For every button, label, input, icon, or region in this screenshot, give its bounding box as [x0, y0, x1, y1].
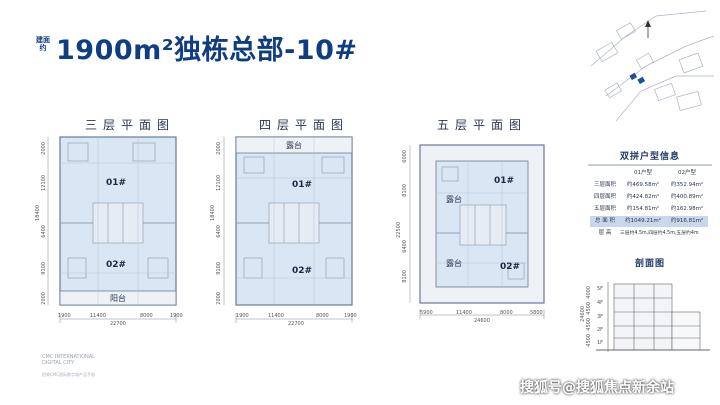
- fifth-dim-bottom-3: 8000: [500, 310, 513, 316]
- fourth-floor-unit-02: 02#: [292, 266, 313, 276]
- fourth-dim-total: 22700: [288, 321, 304, 327]
- section-level-2f: 2F: [597, 327, 604, 333]
- section-drawing: [596, 282, 710, 352]
- info-row-4f: 四层面积 约424.82m² 约400.89m²: [590, 192, 708, 203]
- third-dim-left-2: 12100: [41, 175, 47, 191]
- third-floor-unit-01: 01#: [106, 178, 127, 188]
- fourth-dim-left-4: 6400: [216, 225, 222, 238]
- fourth-dim-bottom-1: 1900: [236, 313, 249, 319]
- fourth-dim-left-2: 12100: [216, 175, 222, 191]
- fourth-dim-left-5: 9100: [216, 262, 222, 275]
- brand-line-1: CMC INTERNATIONAL: [42, 354, 95, 360]
- fifth-floor-unit-01: 01#: [494, 176, 515, 186]
- fifth-dim-left-2: 8100: [402, 184, 408, 197]
- fifth-dim-left-5: 8100: [402, 270, 408, 283]
- fifth-dim-left-4: 6400: [402, 240, 408, 253]
- third-dim-left-5: 9100: [41, 262, 47, 275]
- third-dim-bottom-1: 1900: [58, 313, 71, 319]
- fourth-dim-left-6: 2000: [216, 292, 222, 305]
- unit-info-divider: [588, 164, 712, 166]
- info-row-total: 总 面 积 约1049.21m² 约916.81m²: [590, 216, 708, 227]
- third-dim-left-1: 2000: [41, 142, 47, 155]
- info-row-value-02: 约352.94m²: [670, 182, 704, 188]
- section-dim-total: 24600: [580, 306, 586, 322]
- info-row-value-02: 约162.98m²: [670, 206, 704, 212]
- info-row-height-value: 三层约4.5m,四层约4.5m,五层约4m: [620, 231, 699, 236]
- third-dim-left-6: 2000: [41, 292, 47, 305]
- section-dim-2: 4500: [586, 302, 592, 315]
- section-level-3f: 3F: [597, 314, 604, 320]
- info-row-value-01: 约424.82m²: [626, 194, 660, 200]
- fifth-floor-plan: [409, 144, 545, 319]
- fifth-dim-bottom-1: 5900: [420, 310, 433, 316]
- fourth-floor-terrace-label: 露台: [286, 141, 302, 150]
- info-row-label: 五层面积: [593, 206, 616, 212]
- north-arrow-icon: [645, 20, 651, 38]
- third-dim-bottom-3: 8000: [140, 313, 153, 319]
- fifth-floor-unit-02: 02#: [500, 262, 521, 272]
- fifth-dim-left-3: 22500: [396, 222, 402, 238]
- info-row-value-01: 约154.81m²: [626, 206, 660, 212]
- section-dim-1: 4000: [586, 286, 592, 299]
- info-row-3f: 三层面积 约469.58m² 约352.94m²: [590, 180, 708, 191]
- fourth-dim-left-1: 2000: [216, 142, 222, 155]
- info-row-value-02: 约916.81m²: [670, 218, 704, 224]
- fifth-floor-terrace-top-label: 露台: [446, 195, 462, 204]
- fourth-floor-unit-01: 01#: [292, 180, 313, 190]
- section-dim-4: 4500: [586, 334, 592, 347]
- fifth-dim-left-1: 6000: [402, 150, 408, 163]
- fifth-floor-terrace-bottom-label: 露台: [446, 259, 462, 268]
- fourth-dim-bottom-3: 8000: [316, 313, 329, 319]
- fourth-floor-title: 四层平面图: [259, 118, 350, 132]
- third-dim-total: 22700: [110, 321, 126, 327]
- info-row-height: 层 高 三层约4.5m,四层约4.5m,五层约4m: [590, 228, 708, 239]
- info-header-row: 01户型 02户型: [590, 168, 708, 179]
- unit-info-title: 双拼户型信息: [619, 152, 680, 162]
- section-dim-3: 4500: [586, 318, 592, 331]
- fourth-dim-bottom-4: 1900: [344, 313, 357, 319]
- fourth-dim-bottom-2: 11400: [268, 313, 284, 319]
- info-row-label: 层 高: [598, 230, 612, 236]
- info-header-01: 01户型: [634, 170, 652, 176]
- brand-line-2: DIGITAL CITY: [42, 360, 75, 366]
- site-location-map: [590, 10, 715, 122]
- third-dim-left-4: 6400: [41, 225, 47, 238]
- info-row-5f: 五层面积 约154.81m² 约162.98m²: [590, 204, 708, 215]
- info-row-label: 四层面积: [593, 194, 616, 200]
- info-row-label: 总 面 积: [595, 218, 615, 224]
- third-floor-balcony-label: 阳台: [110, 294, 126, 303]
- third-dim-bottom-4: 1900: [170, 313, 183, 319]
- third-dim-left-3: 18400: [35, 205, 41, 221]
- fifth-floor-title: 五层平面图: [437, 118, 528, 132]
- info-row-value-02: 约400.89m²: [670, 194, 704, 200]
- fourth-dim-left-3: 18400: [210, 205, 216, 221]
- info-header-02: 02户型: [678, 170, 696, 176]
- third-floor-title: 三层平面图: [85, 118, 176, 132]
- fifth-dim-bottom-2: 11400: [456, 310, 472, 316]
- headline-tag: 建面约: [36, 36, 50, 52]
- section-level-1f: 1F: [597, 340, 604, 346]
- section-title: 剖面图: [634, 259, 665, 269]
- info-row-value-01: 约469.58m²: [626, 182, 660, 188]
- third-dim-bottom-2: 11400: [90, 313, 106, 319]
- third-floor-unit-02: 02#: [106, 260, 127, 270]
- third-floor-plan: [47, 136, 177, 323]
- fourth-floor-plan: [223, 136, 353, 323]
- fifth-dim-bottom-4: 5800: [530, 310, 543, 316]
- section-level-5f: 5F: [597, 286, 604, 292]
- info-row-label: 三层面积: [593, 182, 616, 188]
- source-watermark: 搜狐号@搜狐焦点新余站: [520, 380, 674, 396]
- fifth-dim-total: 24600: [474, 318, 490, 324]
- section-level-4f: 4F: [597, 300, 604, 306]
- page-title: 1900m²独栋总部-10#: [56, 35, 358, 66]
- info-row-value-01: 约1049.21m²: [625, 218, 661, 224]
- brand-logo-text: CMC INTERNATIONAL DIGITAL CITY: [42, 354, 122, 366]
- brand-subtitle: 招商CMC国际数字城产品手册: [42, 372, 96, 377]
